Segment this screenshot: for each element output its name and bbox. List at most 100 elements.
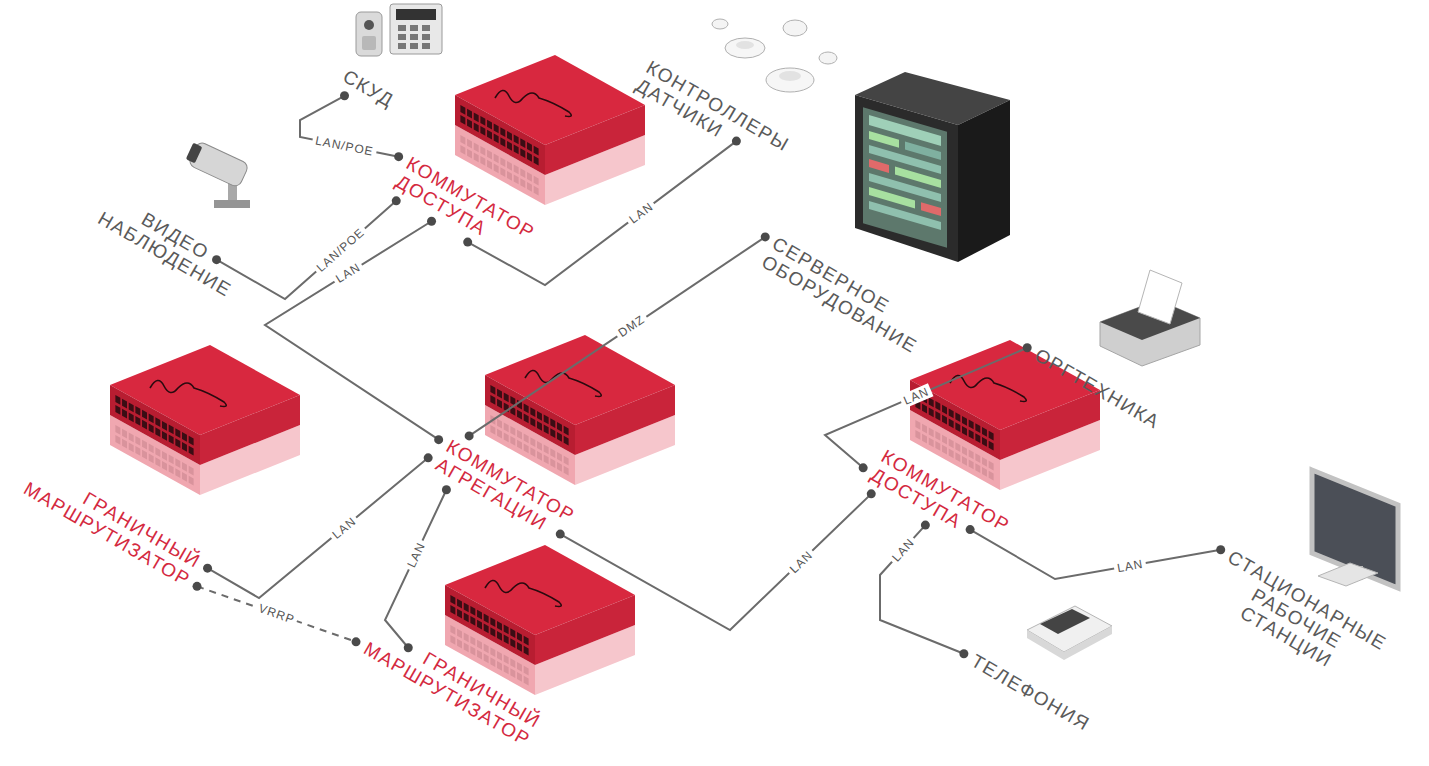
border-router: [504, 635, 509, 645]
border-router: [122, 429, 127, 439]
access-switch: [514, 135, 519, 145]
border-router: [504, 665, 509, 675]
link-dot: [1216, 545, 1225, 554]
link-dot: [427, 217, 436, 226]
link-line: [970, 530, 1221, 579]
link-label: LAN/POE: [311, 133, 378, 159]
access-switch: [480, 146, 485, 156]
link-label: DMZ: [614, 311, 651, 342]
server-rack: [863, 107, 947, 247]
aggregation-switch: [537, 451, 542, 461]
link-label: LAN: [1113, 556, 1147, 575]
access-switch: [527, 142, 532, 152]
border-router: [524, 646, 529, 656]
aggregation-switch: [530, 417, 535, 427]
aggregation-switch: [544, 455, 549, 465]
border-router: [189, 476, 194, 486]
access-switch: [500, 127, 505, 137]
access-switch: [975, 463, 980, 473]
border-router: [484, 654, 489, 664]
link-line: [880, 525, 964, 654]
phone-icon: [1040, 609, 1090, 634]
link-line: [825, 348, 1027, 468]
access-switch: [922, 404, 927, 414]
link-line: [208, 458, 429, 598]
aggregation-switch: [544, 415, 549, 425]
access-switch: [507, 141, 512, 151]
border-router: [110, 345, 300, 495]
access-switch: [982, 427, 987, 437]
aggregation-switch: [517, 440, 522, 450]
border-router: [129, 412, 134, 422]
aggregation-switch: [530, 437, 535, 447]
access-control-icon: [396, 9, 436, 20]
border-router: [450, 595, 455, 605]
link-dot: [434, 435, 443, 444]
border-router: [155, 417, 160, 427]
aggregation-switch: [537, 441, 542, 451]
aggregation-switch: [557, 462, 562, 472]
access-control-icon: [398, 34, 406, 40]
access-switch: [962, 456, 967, 466]
endpoint-label: СЕРВЕРНОЕ ОБОРУДОВАНИЕ: [758, 233, 931, 357]
access-switch: [962, 446, 967, 456]
access-switch: [507, 161, 512, 171]
border-router: [135, 446, 140, 456]
aggregation-switch: [550, 428, 555, 438]
border-router: [484, 644, 489, 654]
access-switch: [922, 434, 927, 444]
access-switch: [949, 439, 954, 449]
access-switch: [949, 449, 954, 459]
access-switch: [460, 105, 465, 115]
workstation-icon: [1312, 470, 1398, 588]
access-switch: [487, 120, 492, 130]
aggregation-switch: [557, 432, 562, 442]
access-control-icon: [422, 34, 430, 40]
link-line: [217, 201, 397, 299]
access-control-icon: [356, 4, 442, 56]
border-router: [450, 625, 455, 635]
aggregation-switch: [575, 385, 675, 455]
border-router: [497, 651, 502, 661]
aggregation-switch: [517, 430, 522, 440]
aggregation-switch: [497, 419, 502, 429]
access-switch: [942, 445, 947, 455]
access-switch: [467, 149, 472, 159]
link-dot: [959, 649, 968, 658]
aggregation-switch: [504, 392, 509, 402]
link-line: [385, 490, 446, 648]
access-control-icon: [390, 4, 442, 54]
access-switch: [975, 423, 980, 433]
access-switch: [929, 407, 934, 417]
border-router: [189, 466, 194, 476]
border-router: [142, 420, 147, 430]
border-router: [470, 646, 475, 656]
sensor-icons: [712, 19, 837, 92]
border-router: [149, 444, 154, 454]
link-dot: [921, 521, 930, 530]
border-router: [129, 442, 134, 452]
border-router: [484, 614, 489, 624]
access-switch: [975, 453, 980, 463]
camera-icon: [184, 139, 250, 208]
aggregation-switch: [537, 411, 542, 421]
access-switch: [949, 409, 954, 419]
access-control-icon: [410, 43, 418, 49]
access-switch: [969, 450, 974, 460]
aggregation-switch: [517, 410, 522, 420]
access-switch: [500, 137, 505, 147]
aggregation-switch: [524, 444, 529, 454]
access-switch: [487, 160, 492, 170]
access-switch: [942, 405, 947, 415]
border-router: [464, 642, 469, 652]
access-switch: [467, 109, 472, 119]
link-dot: [424, 453, 433, 462]
aggregation-switch: [524, 404, 529, 414]
border-router: [162, 461, 167, 471]
border-router: [142, 450, 147, 460]
border-router: [497, 631, 502, 641]
access-switch: [514, 175, 519, 185]
access-switch: [494, 154, 499, 164]
workstation-icon: [1318, 563, 1378, 586]
aggregation-switch: [525, 370, 601, 396]
